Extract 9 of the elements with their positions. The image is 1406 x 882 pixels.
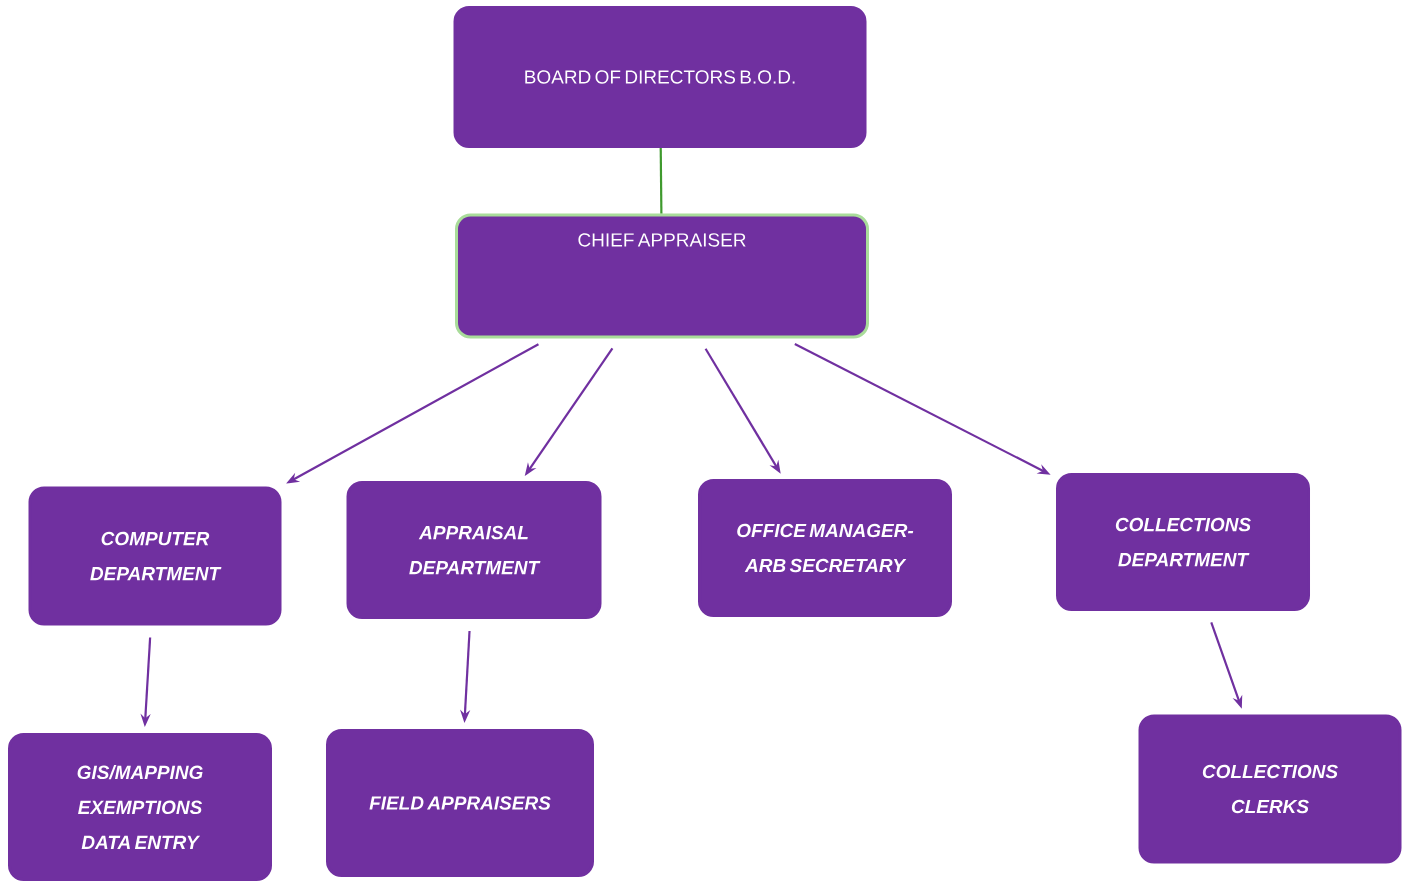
org-box: APPRAISAL DEPARTMENT bbox=[346, 481, 602, 619]
org-box: COLLECTIONS CLERKS bbox=[1138, 714, 1402, 864]
org-box: COMPUTER DEPARTMENT bbox=[28, 486, 282, 626]
org-box: COLLECTIONS DEPARTMENT bbox=[1056, 473, 1310, 611]
org-box: OFFICE MANAGER- ARB SECRETARY bbox=[698, 479, 952, 617]
org-box: BOARD OF DIRECTORS B.O.D. bbox=[453, 6, 867, 148]
org-box: FIELD APPRAISERS bbox=[326, 729, 594, 877]
org-box: GIS/MAPPING EXEMPTIONS DATA ENTRY bbox=[8, 733, 272, 881]
org-box: CHIEF APPRAISER bbox=[455, 213, 869, 339]
